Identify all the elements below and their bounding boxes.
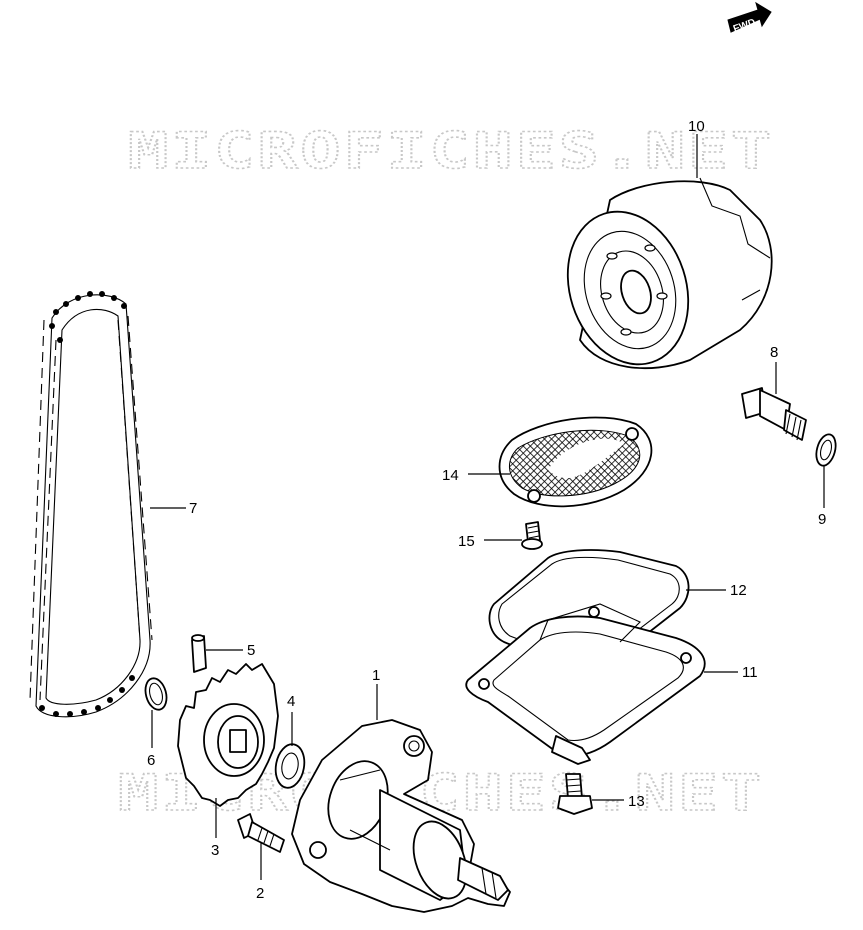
- watermark-top: MICROFICHES.NET: [128, 122, 774, 180]
- circlip-drawing: [144, 677, 168, 711]
- callout-15: 15: [458, 533, 475, 550]
- oil-pan-drawing: [465, 603, 706, 765]
- union-bolt-drawing: [741, 387, 807, 441]
- drive-chain-drawing: [29, 291, 153, 718]
- callout-9: 9: [818, 511, 826, 528]
- oil-strainer-drawing: [498, 416, 653, 508]
- oil-pan-bolt-drawing: [557, 773, 593, 815]
- leader-lines: [150, 134, 825, 880]
- callout-6: 6: [147, 752, 155, 769]
- callout-3: 3: [211, 842, 219, 859]
- callout-13: 13: [628, 793, 645, 810]
- oil-filter-drawing: [566, 177, 773, 370]
- sprocket-pin-drawing: [191, 634, 207, 673]
- oil-pump-drawing: [291, 719, 511, 913]
- callout-10: 10: [688, 118, 705, 135]
- callout-7: 7: [189, 500, 197, 517]
- callout-labels: 1 2 3 4 5 6 7 8 9 10 11 12 13 14 15: [147, 118, 826, 902]
- fwd-direction-badge: FWD: [727, 1, 772, 35]
- callout-12: 12: [730, 582, 747, 599]
- callout-11: 11: [742, 664, 758, 681]
- union-gasket-drawing: [815, 433, 837, 467]
- strainer-screw-drawing: [521, 521, 543, 550]
- callout-5: 5: [247, 642, 255, 659]
- callout-4: 4: [287, 693, 295, 710]
- pump-bolt-drawing: [237, 813, 285, 853]
- callout-2: 2: [256, 885, 264, 902]
- callout-1: 1: [372, 667, 380, 684]
- callout-14: 14: [442, 467, 459, 484]
- sprocket-drawing: [177, 663, 279, 807]
- callout-8: 8: [770, 344, 778, 361]
- washer-drawing: [274, 743, 306, 789]
